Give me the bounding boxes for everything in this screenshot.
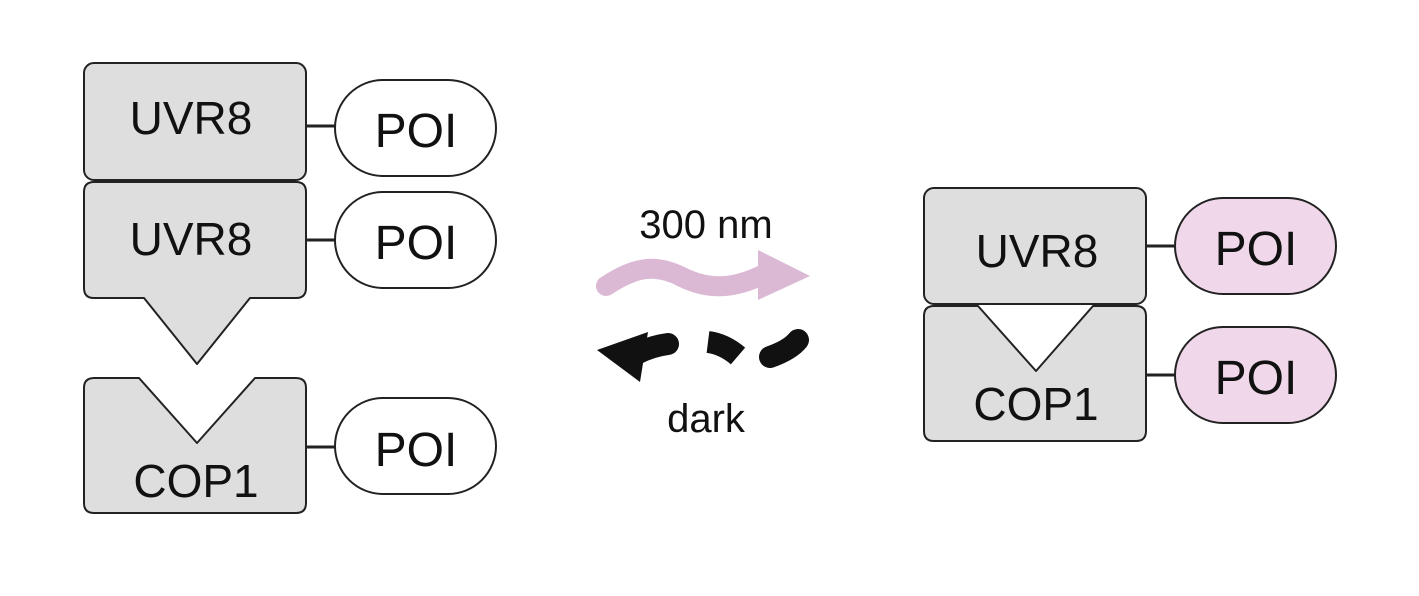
dark-dash-2-icon (706, 331, 746, 365)
light-wavelength-label: 300 nm (639, 203, 772, 247)
poi-2-label: POI (375, 217, 458, 270)
poi-1-pill (334, 79, 497, 177)
light-wavy-arrow-icon (596, 258, 770, 297)
poi-1-label: POI (375, 105, 458, 158)
uvr8-top-block (83, 62, 307, 181)
uvr8-top-label: UVR8 (130, 92, 253, 144)
poi-3-pill (334, 397, 497, 495)
right-uvr8-cop1-complex: COP1 UVR8 POI POI (923, 187, 1337, 442)
uvr8-bottom-block (83, 181, 307, 365)
complex-poi-1-pill (1174, 197, 1337, 295)
poi-2-pill (334, 191, 497, 289)
left-cop1: COP1 POI (83, 377, 497, 514)
complex-poi-2-pill (1174, 326, 1337, 424)
complex-poi-2-label: POI (1215, 352, 1298, 405)
dark-label: dark (667, 397, 746, 441)
complex-cop1-label: COP1 (973, 378, 1098, 430)
transition-arrows: 300 nm dark (596, 203, 810, 441)
dark-dash-1-icon (625, 333, 679, 365)
cop1-label: COP1 (133, 455, 258, 507)
dark-dash-3-icon (759, 329, 809, 368)
uvr8-bottom-label: UVR8 (130, 213, 253, 265)
complex-cop1-block (923, 305, 1147, 442)
poi-3-label: POI (375, 424, 458, 477)
light-arrowhead-icon (758, 250, 810, 300)
complex-poi-1-label: POI (1215, 223, 1298, 276)
left-uvr8-dimer: UVR8 UVR8 POI POI (83, 62, 497, 365)
complex-uvr8-label: UVR8 (976, 225, 1099, 277)
cop1-block (83, 377, 307, 514)
